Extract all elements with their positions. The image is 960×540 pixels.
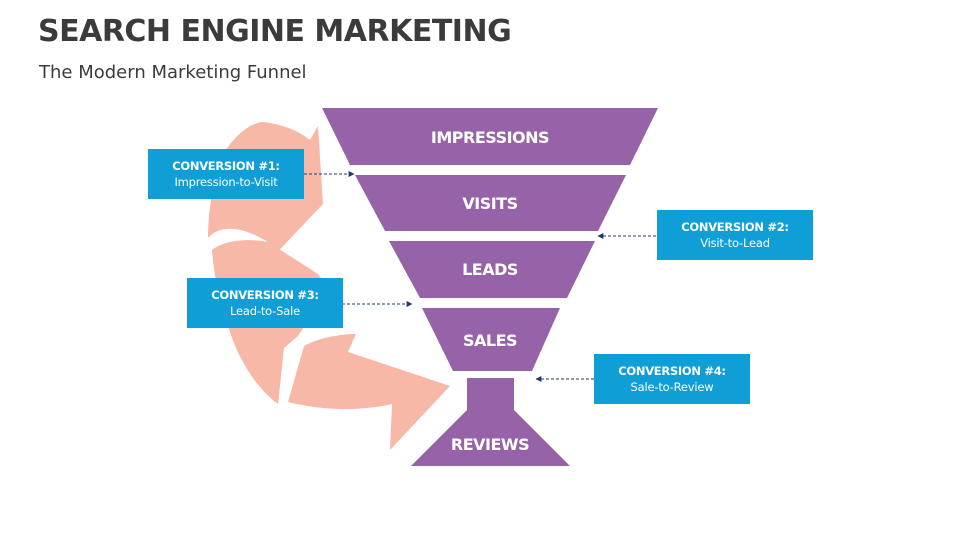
conversion-4-subtitle: Sale-to-Review — [630, 380, 714, 394]
conversion-4-title: CONVERSION #4: — [618, 364, 726, 378]
conversion-2-title: CONVERSION #2: — [681, 220, 789, 234]
conversion-box-4: CONVERSION #4: Sale-to-Review — [594, 354, 750, 404]
funnel-stage-impressions — [322, 108, 658, 165]
funnel-label-sales: SALES — [463, 331, 517, 350]
conversion-1-subtitle: Impression-to-Visit — [174, 175, 278, 189]
conversion-2-subtitle: Visit-to-Lead — [700, 236, 770, 250]
funnel-stage-reviews — [411, 378, 570, 466]
conversion-1-title: CONVERSION #1: — [172, 159, 280, 173]
funnel-label-impressions: IMPRESSIONS — [431, 128, 549, 147]
funnel-label-visits: VISITS — [462, 194, 517, 213]
cycle-arrow-bottom — [288, 334, 450, 450]
conversion-3-subtitle: Lead-to-Sale — [230, 304, 300, 318]
funnel-stage-sales — [422, 308, 560, 371]
conversion-box-1: CONVERSION #1: Impression-to-Visit — [148, 149, 304, 199]
funnel-label-leads: LEADS — [462, 260, 518, 279]
page-subtitle: The Modern Marketing Funnel — [39, 62, 307, 83]
funnel-stage-leads — [389, 241, 595, 298]
conversion-3-title: CONVERSION #3: — [211, 288, 319, 302]
funnel: IMPRESSIONS VISITS LEADS SALES REVIEWS — [322, 108, 658, 466]
connectors — [304, 171, 656, 382]
conversion-box-2: CONVERSION #2: Visit-to-Lead — [657, 210, 813, 260]
conversion-box-3: CONVERSION #3: Lead-to-Sale — [187, 278, 343, 328]
funnel-stage-visits — [355, 175, 626, 231]
page-title: SEARCH ENGINE MARKETING — [38, 14, 512, 49]
funnel-label-reviews: REVIEWS — [451, 435, 529, 454]
